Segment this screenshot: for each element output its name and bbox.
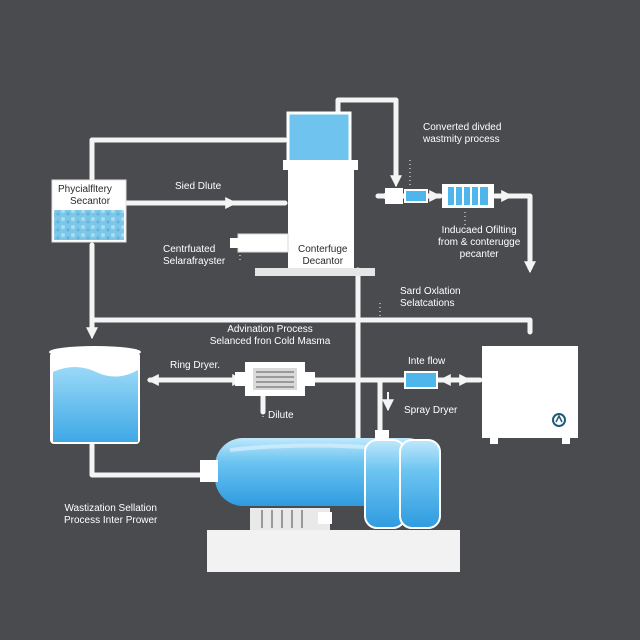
pipe-top-loop <box>89 137 288 183</box>
label-advination-line2: Selanced fron Cold Masma <box>209 336 331 347</box>
centrifuge-decanter <box>230 111 375 276</box>
spray-dryer-cabinet <box>482 346 578 444</box>
label-induced: Inducaed Ofilting from & conterugge peca… <box>438 225 520 261</box>
label-decanter: Conterfuge Decantor <box>298 244 347 268</box>
label-inte-flow: Inte flow <box>408 356 445 368</box>
label-advination: Advination Process Selanced fron Cold Ma… <box>195 324 345 348</box>
label-dilute-text: Dilute <box>268 410 294 421</box>
label-waste: Wastization Sellation Process Inter Prow… <box>64 503 157 527</box>
label-ring-dryer: Ring Dryer. <box>170 360 220 372</box>
label-converted-line1: Converted divded <box>423 122 502 133</box>
pipe-long-horizontal <box>89 317 533 335</box>
label-spray-dryer-text: Spray Dryer <box>404 405 458 416</box>
label-phys-line2: Secantor <box>70 196 111 207</box>
label-induced-line1: Inducaed Ofilting <box>441 225 517 236</box>
label-sied-dilute: Sied Dlute <box>175 181 221 193</box>
label-phys-line1: Phycialfltery <box>58 184 112 195</box>
label-dilute: Dilute <box>268 410 294 422</box>
label-advination-line1: Advination Process <box>227 324 313 335</box>
label-sard-line2: Selatcations <box>400 298 455 309</box>
label-waste-line1: Wastization Sellation <box>64 503 157 514</box>
filter-unit-finned <box>442 184 494 208</box>
label-waste-line2: Process Inter Prower <box>64 515 158 526</box>
label-sard: Sard Oxlation Selatcations <box>400 286 461 310</box>
label-inte-flow-text: Inte flow <box>408 356 446 367</box>
label-induced-line2: from & conterugge <box>438 237 521 248</box>
label-decanter-line1: Conterfuge <box>298 244 348 255</box>
label-centrifuged-line2: Selarafrayster <box>163 256 226 267</box>
recycle-icon <box>552 413 566 427</box>
filter-unit-small <box>385 188 428 204</box>
label-decanter-line2: Decantor <box>302 256 344 267</box>
label-centrifuged: Centrfuated Selarafrayster <box>163 244 225 268</box>
label-converted: Converted divded wastmity process <box>423 122 501 146</box>
label-converted-line2: wastmity process <box>423 134 500 145</box>
pipe-left-lower <box>89 442 213 478</box>
label-ring-dryer-text: Ring Dryer. <box>170 360 221 371</box>
label-sard-line1: Sard Oxlation <box>400 286 461 297</box>
label-spray-dryer: Spray Dryer <box>404 405 457 417</box>
label-physical-filter: Phycialfltery Secantor <box>58 184 112 208</box>
main-storage-tank <box>200 430 460 572</box>
label-sied-dilute-text: Sied Dlute <box>175 181 222 192</box>
ring-dryer <box>235 362 315 396</box>
water-tank <box>49 346 141 444</box>
label-centrifuged-line1: Centrfuated <box>163 244 216 255</box>
label-induced-line3: pecanter <box>459 249 499 260</box>
inte-flow-meter <box>404 371 438 389</box>
physical-filter-tank <box>51 179 127 243</box>
